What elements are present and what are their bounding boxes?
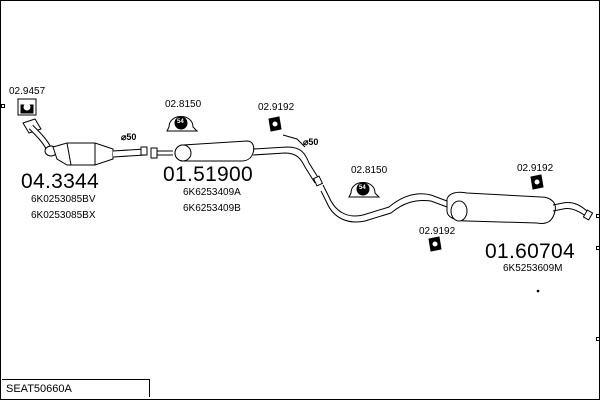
hanger-icon <box>17 98 37 116</box>
clamp-badge: 54 <box>177 119 184 125</box>
part-reference: 6K0253085BX <box>31 210 96 221</box>
connecting-pipe <box>320 184 448 223</box>
rubber-mount-icon <box>268 116 282 132</box>
accessory-label: 02.8150 <box>351 165 388 176</box>
diagram-title-box: SEAT50660A <box>2 379 150 397</box>
edge-marker <box>596 246 600 250</box>
clamp-badge: 54 <box>359 185 366 191</box>
edge-marker <box>596 337 600 341</box>
accessory-label: 02.9192 <box>419 226 456 237</box>
accessory-label: 02.9457 <box>9 86 46 97</box>
accessory-label: 02.9192 <box>258 102 295 113</box>
rubber-mount-icon <box>428 236 442 252</box>
edge-marker <box>596 214 600 218</box>
part-number: 04.3344 <box>21 170 100 193</box>
part-number: 01.51900 <box>163 163 253 186</box>
part-reference: 6K6253409B <box>183 203 241 214</box>
accessory-label: 02.8150 <box>165 99 202 110</box>
rear-silencer <box>446 191 594 224</box>
accessory-label: 02.9192 <box>517 163 554 174</box>
middle-silencer <box>150 140 324 187</box>
diameter-label: ⌀50 <box>303 137 319 147</box>
edge-marker <box>1 104 5 108</box>
catalytic-converter <box>22 118 148 166</box>
part-number: 01.60704 <box>485 240 575 263</box>
diameter-label: ⌀50 <box>121 132 137 142</box>
part-reference: 6K0253085BV <box>31 194 96 205</box>
clamp-icon <box>166 116 199 132</box>
rubber-mount-icon <box>530 174 544 190</box>
clamp-icon <box>348 182 381 198</box>
part-reference: 6K5253609M <box>503 263 563 274</box>
diagram-title: SEAT50660A <box>6 383 72 395</box>
part-reference: 6K6253409A <box>183 187 241 198</box>
